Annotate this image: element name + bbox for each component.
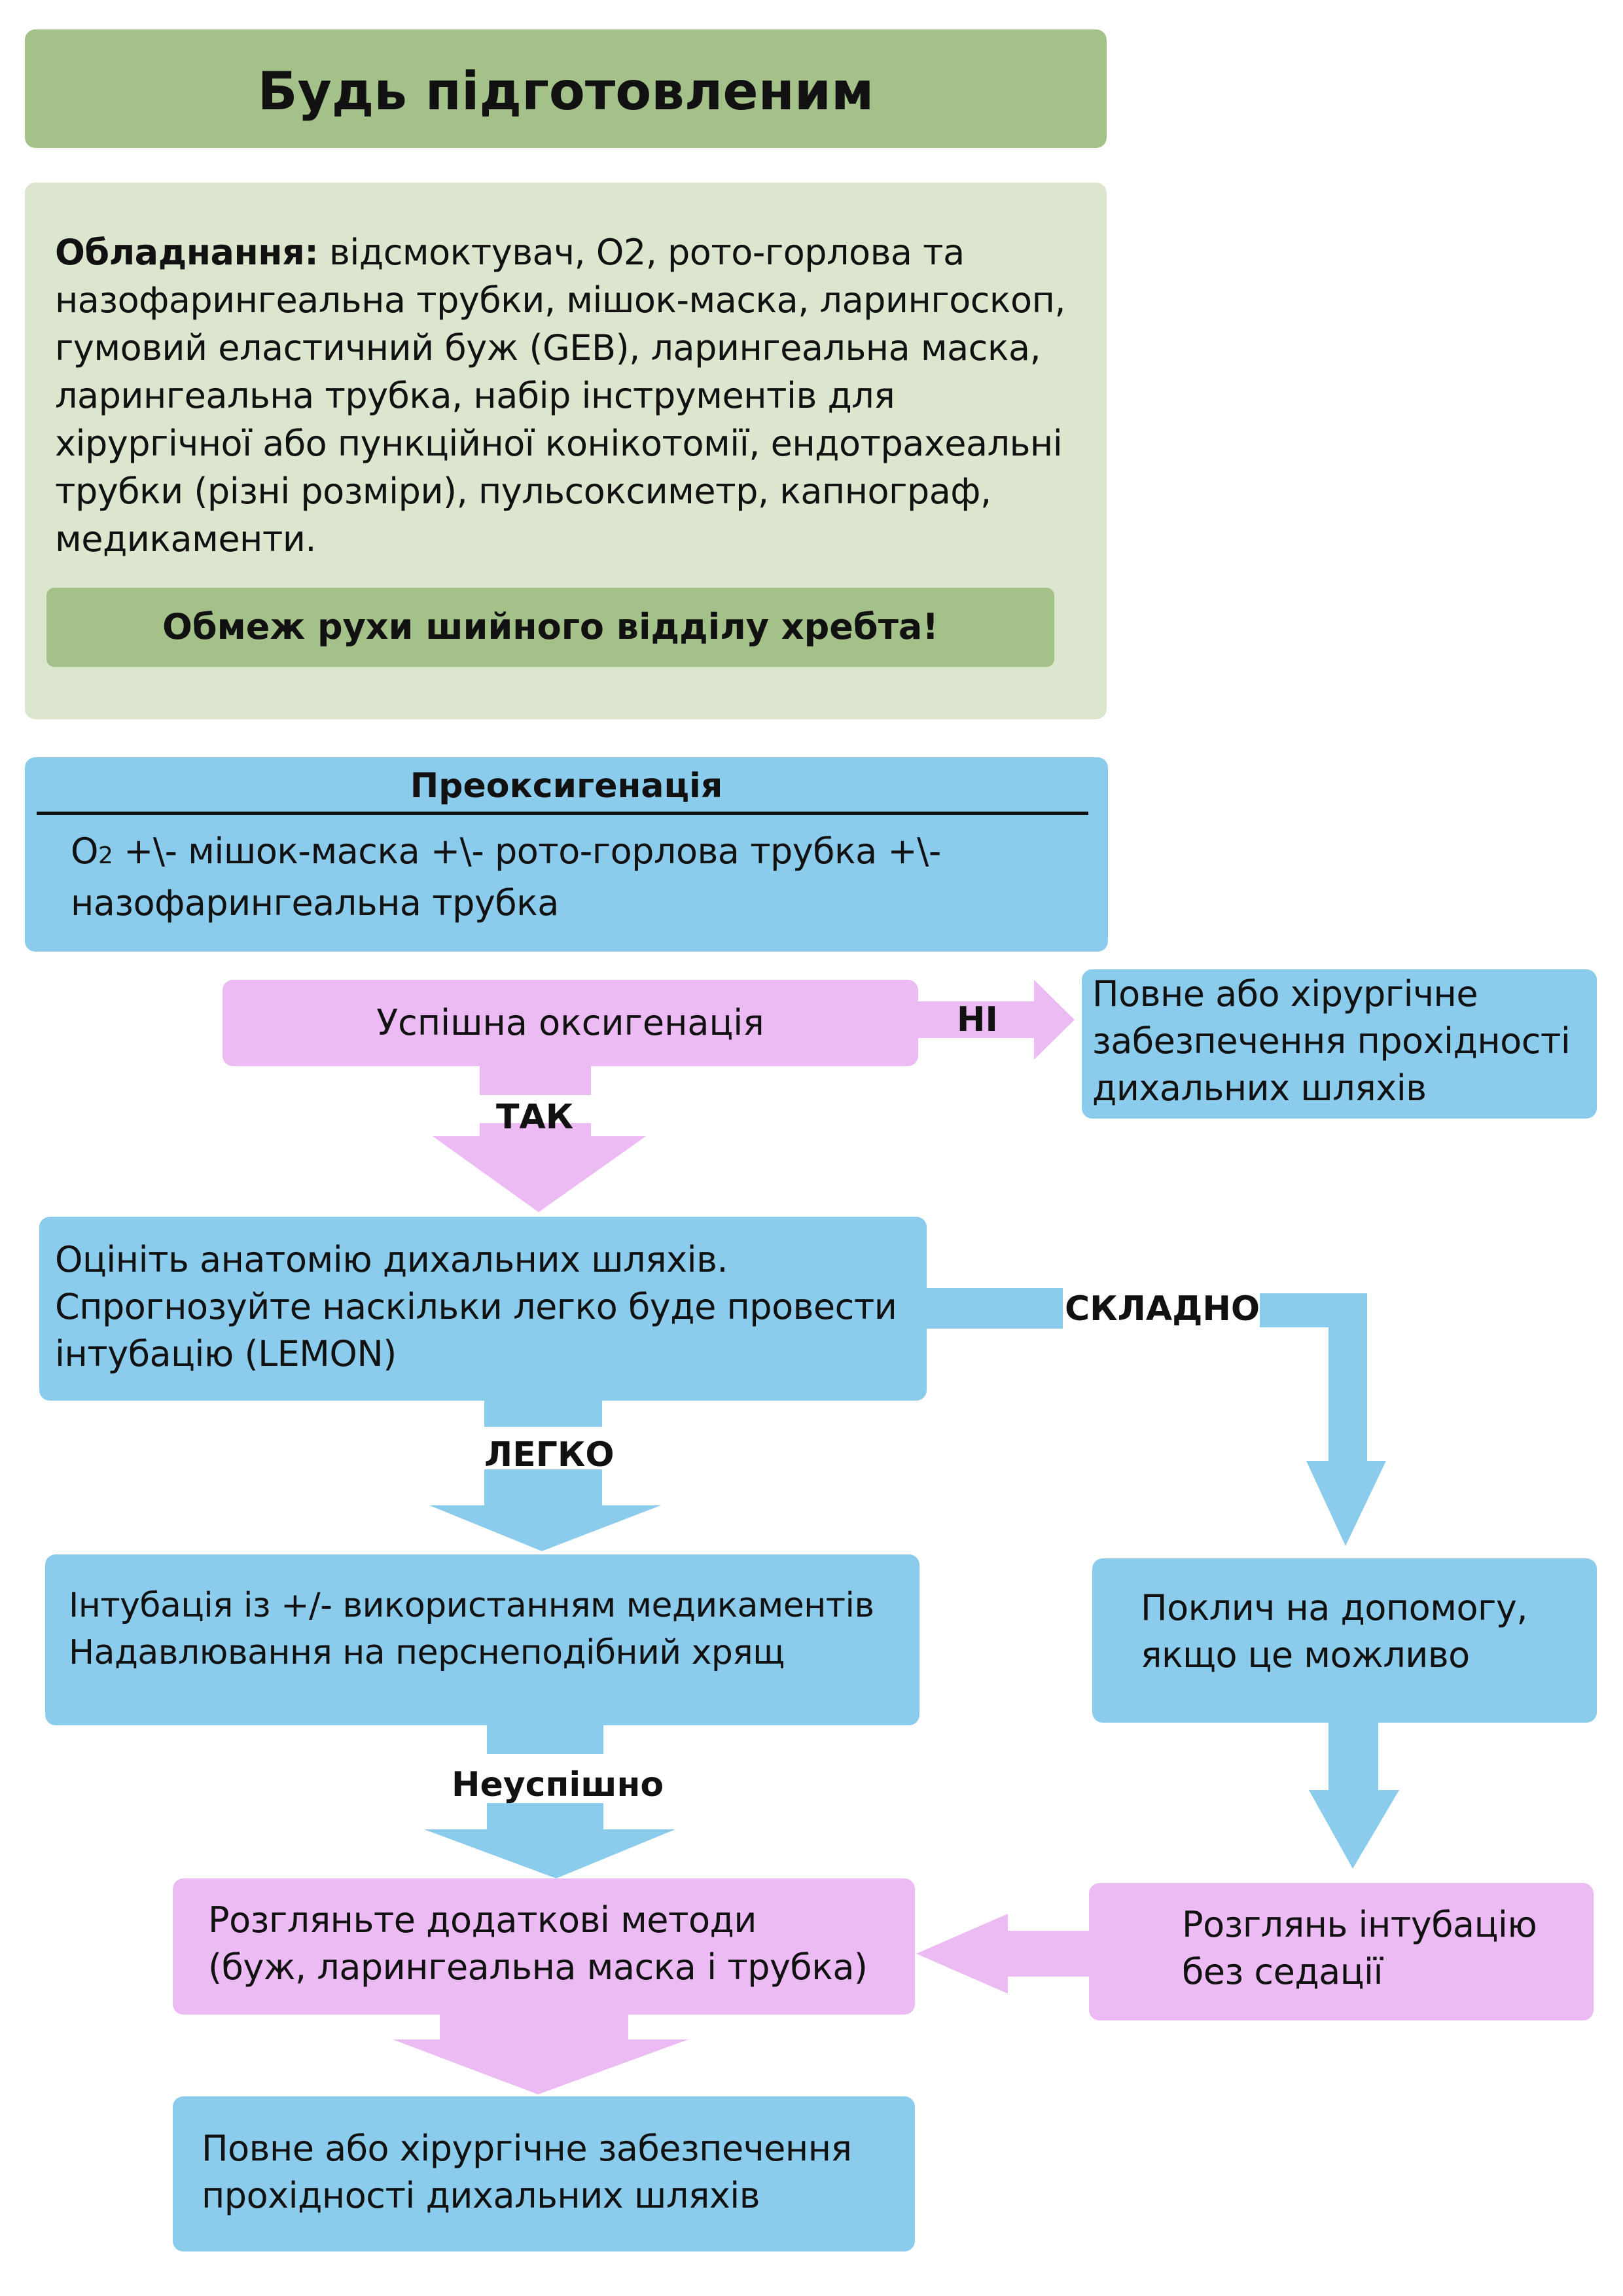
call-help-text: Поклич на допомогу, якщо це можливо: [1141, 1587, 1528, 1676]
edge-label-difficult: СКЛАДНО: [1065, 1289, 1260, 1329]
edge-label-no: НІ: [957, 1000, 998, 1039]
arrow-yes-stem: [480, 1064, 591, 1095]
surgical-airway-top-node: Повне або хірургічне забезпечення прохід…: [1082, 969, 1597, 1119]
intubation-text-line2: Надавлювання на перснеподібний хрящ: [69, 1633, 785, 1672]
equipment-label: Обладнання:: [55, 232, 319, 273]
intubation-text-line1: Інтубація із +/- використанням медикамен…: [69, 1586, 874, 1625]
arrow-failed-stem: [487, 1724, 603, 1754]
awake-intubation-node: Розглянь інтубацію без седації: [1089, 1883, 1594, 2020]
spine-warning: Обмеж рухи шийного відділу хребта!: [162, 606, 938, 647]
arrow-alt-to-final: [393, 2013, 688, 2094]
edge-label-failed: Неуспішно: [452, 1765, 664, 1804]
oxygenation-text: Успішна оксигенація: [376, 1002, 764, 1043]
oxygenation-node: Успішна оксигенація: [223, 980, 918, 1066]
surgical-airway-top-text: Повне або хірургічне забезпечення прохід…: [1092, 973, 1571, 1109]
spine-warning-banner: Обмеж рухи шийного відділу хребта!: [46, 588, 1054, 667]
surgical-airway-bottom-text: Повне або хірургічне забезпечення прохід…: [202, 2128, 852, 2216]
arrow-difficult-elbow: [1260, 1293, 1386, 1546]
edge-label-yes: ТАК: [496, 1098, 574, 1137]
o2-symbol: O: [71, 831, 99, 872]
equipment-text: Обладнання: відсмоктувач, О2, рото-горло…: [55, 228, 1096, 563]
arrow-difficult-horizontal: [925, 1288, 1063, 1329]
edge-label-easy: ЛЕГКО: [484, 1435, 615, 1475]
surgical-airway-bottom-node: Повне або хірургічне забезпечення прохід…: [173, 2096, 915, 2251]
assess-airway-text: Оцініть анатомію дихальних шляхів. Спрог…: [55, 1239, 897, 1374]
equipment-panel: Обладнання: відсмоктувач, О2, рото-горло…: [25, 183, 1107, 719]
awake-intubation-text: Розглянь інтубацію без седації: [1182, 1904, 1537, 1992]
preoxygenation-heading: Преоксигенація: [410, 766, 723, 806]
o2-subscript: 2: [98, 842, 113, 869]
preoxygenation-box: Преоксигенація O2 +\- мішок-маска +\- ро…: [25, 757, 1108, 952]
alternative-methods-node: Розгляньте додаткові методи (буж, ларинг…: [173, 1878, 915, 2015]
alternative-methods-line1: Розгляньте додаткові методи: [208, 1899, 757, 1941]
intubation-node: Інтубація із +/- використанням медикамен…: [45, 1554, 919, 1725]
equipment-list: відсмоктувач, О2, рото-горлова та назофа…: [55, 232, 1066, 560]
preoxygenation-divider: [37, 812, 1088, 815]
arrow-failed-head: [424, 1803, 675, 1878]
arrow-easy-stem: [484, 1399, 602, 1427]
title-banner: Будь підготовленим: [25, 29, 1107, 148]
arrow-help-down: [1309, 1723, 1399, 1869]
arrow-no: [918, 980, 1075, 1060]
arrow-yes-head: [433, 1123, 646, 1212]
preoxygenation-text: O2 +\- мішок-маска +\- рото-горлова труб…: [71, 828, 1065, 927]
call-help-node: Поклич на допомогу, якщо це можливо: [1092, 1558, 1597, 1723]
arrow-easy-head: [429, 1469, 661, 1551]
assess-airway-node: Оцініть анатомію дихальних шляхів. Спрог…: [39, 1217, 927, 1401]
alternative-methods-line2: (буж, ларингеальна маска і трубка): [208, 1946, 868, 1988]
page-title: Будь підготовленим: [257, 61, 874, 122]
preoxygenation-options: +\- мішок-маска +\- рото-горлова трубка …: [71, 831, 941, 924]
